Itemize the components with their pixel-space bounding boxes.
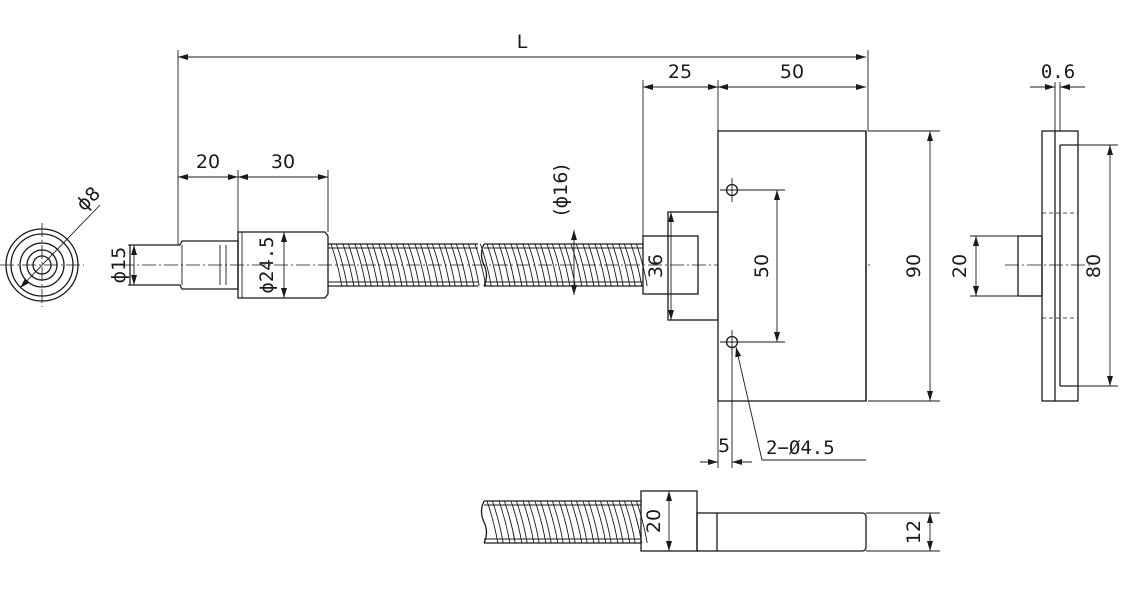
dim-nut-diameter: ϕ24.5 xyxy=(256,236,278,293)
dim-nut-length: 30 xyxy=(271,151,295,173)
dim-housing-offset: 25 xyxy=(668,61,692,83)
shaft-view xyxy=(120,231,870,299)
thread-segment-bottom xyxy=(480,500,648,544)
dim-hole-pitch: 50 xyxy=(751,254,773,278)
dim-edge-distance: 5 xyxy=(718,435,730,457)
dim-journal-length: 20 xyxy=(196,151,220,173)
housing xyxy=(642,130,867,402)
dim-screw-diameter: (ϕ16) xyxy=(550,164,572,216)
dim-housing-height: 90 xyxy=(903,254,925,278)
dim-bottom-plate: 12 xyxy=(903,520,925,544)
dimensions: L 20 30 25 50 0.6 ϕ15 ϕ24.5 (ϕ16) 36 xyxy=(108,31,1118,552)
dim-bottom-block: 20 xyxy=(643,509,665,533)
end-view: ϕ8 xyxy=(0,183,105,307)
end-bore-dim: ϕ8 xyxy=(72,183,105,216)
bottom-view xyxy=(480,490,867,552)
dim-boss-diameter: 36 xyxy=(645,254,667,278)
side-view xyxy=(1005,130,1090,402)
dim-journal-diameter: ϕ15 xyxy=(108,247,130,284)
dim-overall-length: L xyxy=(517,31,528,53)
dim-side-plate: 80 xyxy=(1083,254,1105,278)
dim-hole-callout: 2−Ø4.5 xyxy=(766,437,835,459)
dim-side-boss: 20 xyxy=(949,254,971,278)
dim-housing-length: 50 xyxy=(780,61,804,83)
dim-flange-thickness: 0.6 xyxy=(1041,61,1075,83)
